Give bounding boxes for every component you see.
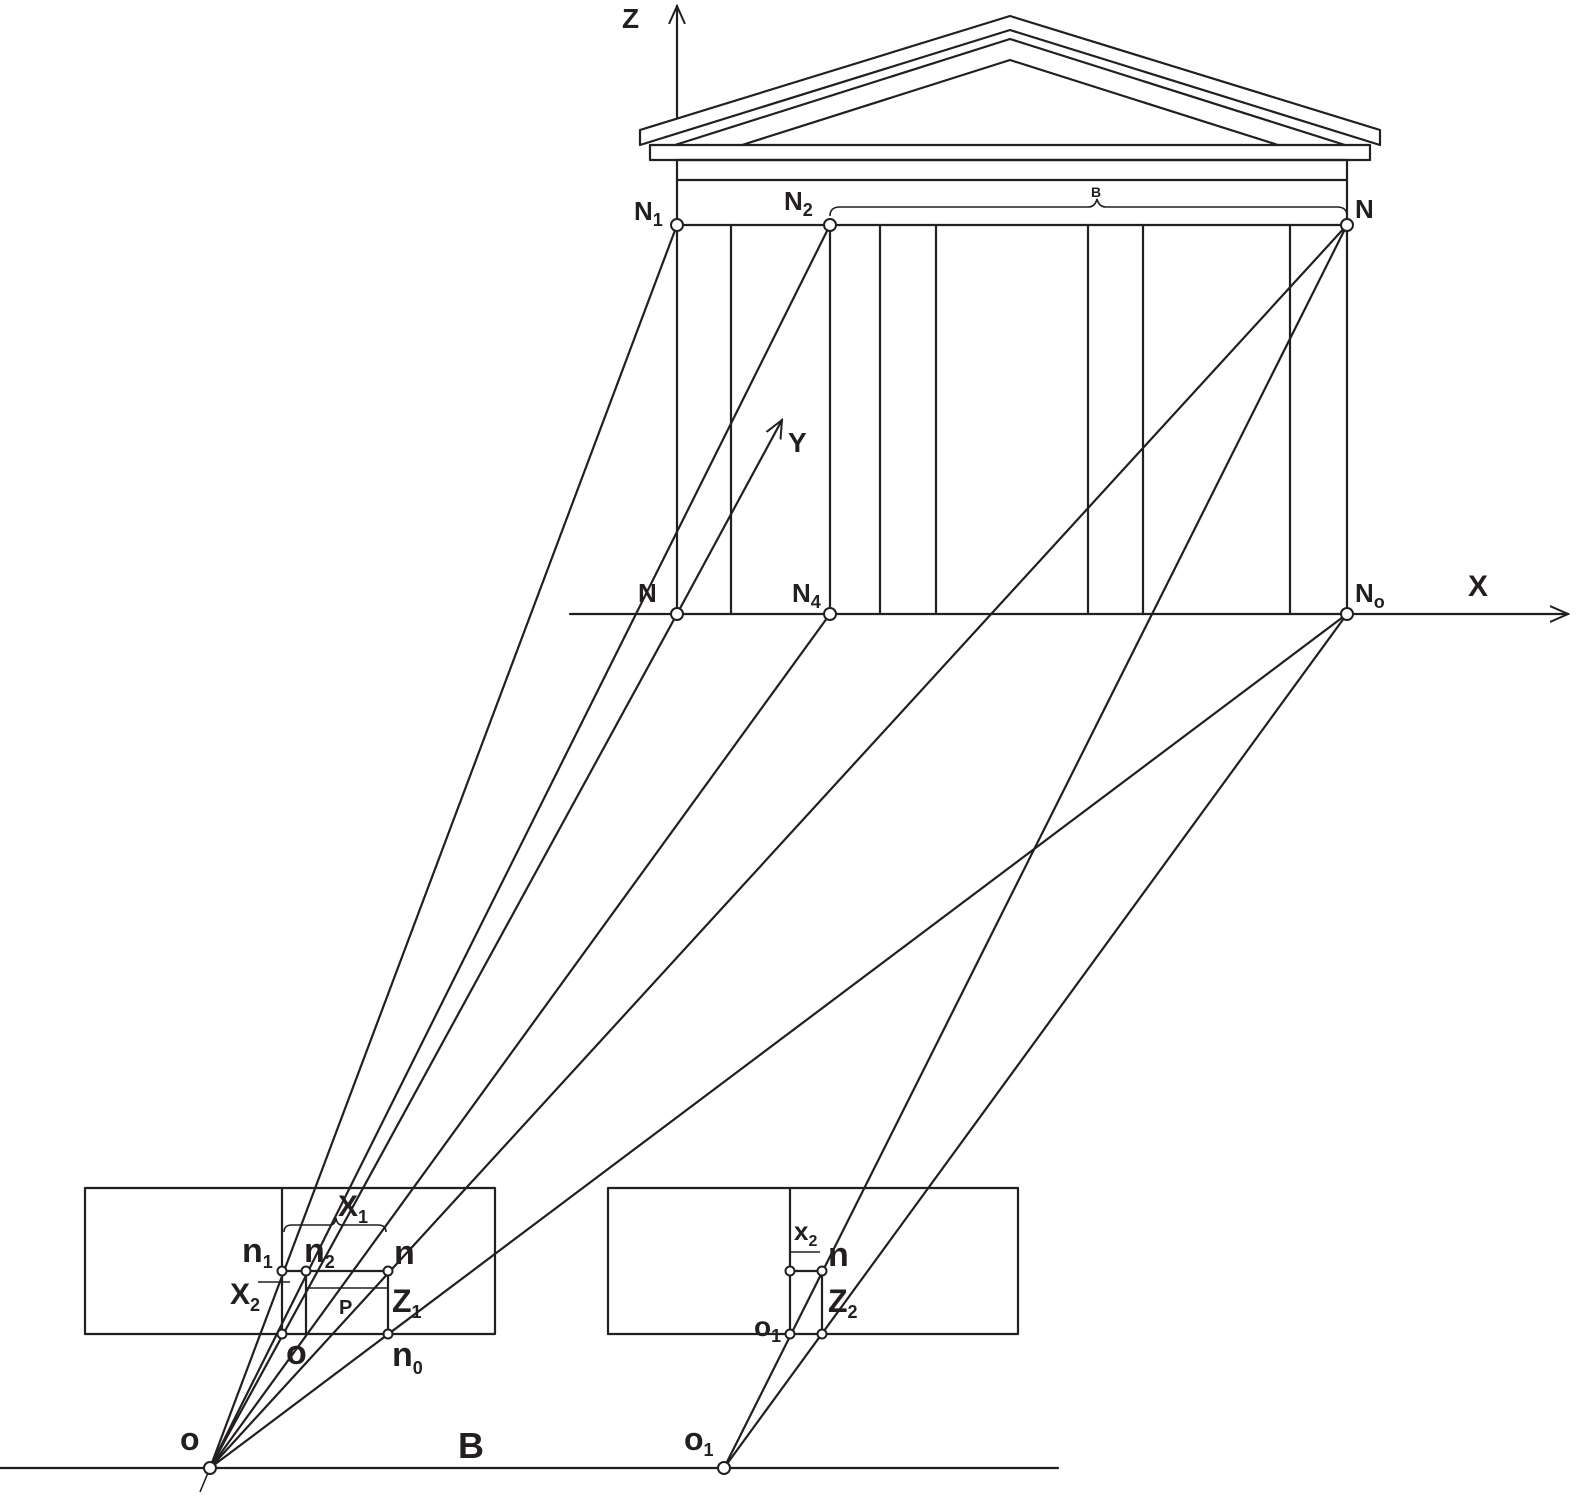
point-n-upper (1340, 218, 1354, 232)
labels: Z Y X N1 N2 N B N N4 No X1 n1 n2 n X2 P … (180, 3, 1488, 1466)
label-axis-y: Y (788, 427, 807, 458)
left-x1-brace (283, 1217, 387, 1233)
label-z2: Z2 (828, 1283, 858, 1322)
point-o1-bottom (717, 1461, 731, 1475)
point-n4 (823, 607, 837, 621)
pediment-tympanum (740, 58, 1280, 147)
point-n0 (1340, 607, 1354, 621)
point-n2-small (300, 1265, 312, 1277)
label-x1: X1 (338, 1190, 368, 1227)
label-b-big: B (458, 1425, 484, 1466)
point-n1-upper (670, 218, 684, 232)
label-axis-x: X (1468, 570, 1488, 603)
right-frame-rect (606, 1186, 1020, 1336)
ray-o-n4 (208, 612, 832, 1470)
label-x2-right: x2 (794, 1216, 817, 1250)
label-p-small: P (339, 1297, 352, 1319)
point-n-lower (670, 607, 684, 621)
y-axis (675, 420, 782, 616)
point-z2-base (816, 1328, 828, 1340)
width-brace (829, 198, 1348, 217)
ray-o1-n0 (722, 612, 1349, 1470)
label-n-small-right: n (828, 1236, 849, 1274)
label-z1: Z1 (392, 1283, 422, 1322)
label-o1-bottom: o1 (684, 1421, 714, 1460)
colonnade (675, 223, 1349, 616)
left-frame-rect (83, 1186, 497, 1336)
ray-o-n2 (208, 223, 832, 1470)
point-n2-upper (823, 218, 837, 232)
label-n0-small: n0 (392, 1336, 423, 1378)
point-n1-small (276, 1265, 288, 1277)
ray-o-n1 (208, 223, 679, 1470)
label-n2-upper: N2 (784, 186, 813, 220)
projection-rays (199, 223, 1349, 1493)
point-x2-right (784, 1265, 796, 1277)
cornice (648, 143, 1372, 162)
label-b-small: B (1091, 184, 1101, 200)
pediment-outer (638, 14, 1382, 147)
point-n0-small (382, 1328, 394, 1340)
label-o1-right: o1 (754, 1311, 781, 1346)
point-o-small-left (276, 1328, 288, 1340)
ray-o-n0 (208, 612, 1349, 1470)
ray-o-n-lower (208, 612, 679, 1470)
label-axis-z: Z (622, 3, 639, 34)
pediment-inner-top (673, 37, 1347, 147)
ray-o1-n (722, 223, 1349, 1470)
label-n1-upper: N1 (634, 196, 663, 230)
point-n-small-left (382, 1265, 394, 1277)
label-n2-small: n2 (304, 1232, 335, 1272)
axes (568, 6, 1568, 616)
point-n-small-right (816, 1265, 828, 1277)
label-n1-small: n1 (242, 1232, 273, 1272)
label-o-small-left: o (286, 1334, 307, 1372)
label-n-small-left: n (394, 1234, 415, 1272)
points (203, 218, 1354, 1475)
right-picture-frame (606, 1186, 1020, 1336)
label-n4: N4 (792, 578, 821, 612)
label-o-bottom: o (180, 1421, 200, 1457)
entablature (675, 158, 1349, 182)
label-n-upper: N (1355, 194, 1374, 224)
temple-facade (638, 14, 1382, 616)
label-n0: No (1355, 578, 1385, 612)
label-x2-left: X2 (230, 1278, 260, 1315)
left-picture-frame (83, 1186, 497, 1336)
label-n-lower: N (638, 578, 657, 608)
point-o1-right (784, 1328, 796, 1340)
point-o-bottom (203, 1461, 217, 1475)
ray-o-n (208, 223, 1349, 1470)
